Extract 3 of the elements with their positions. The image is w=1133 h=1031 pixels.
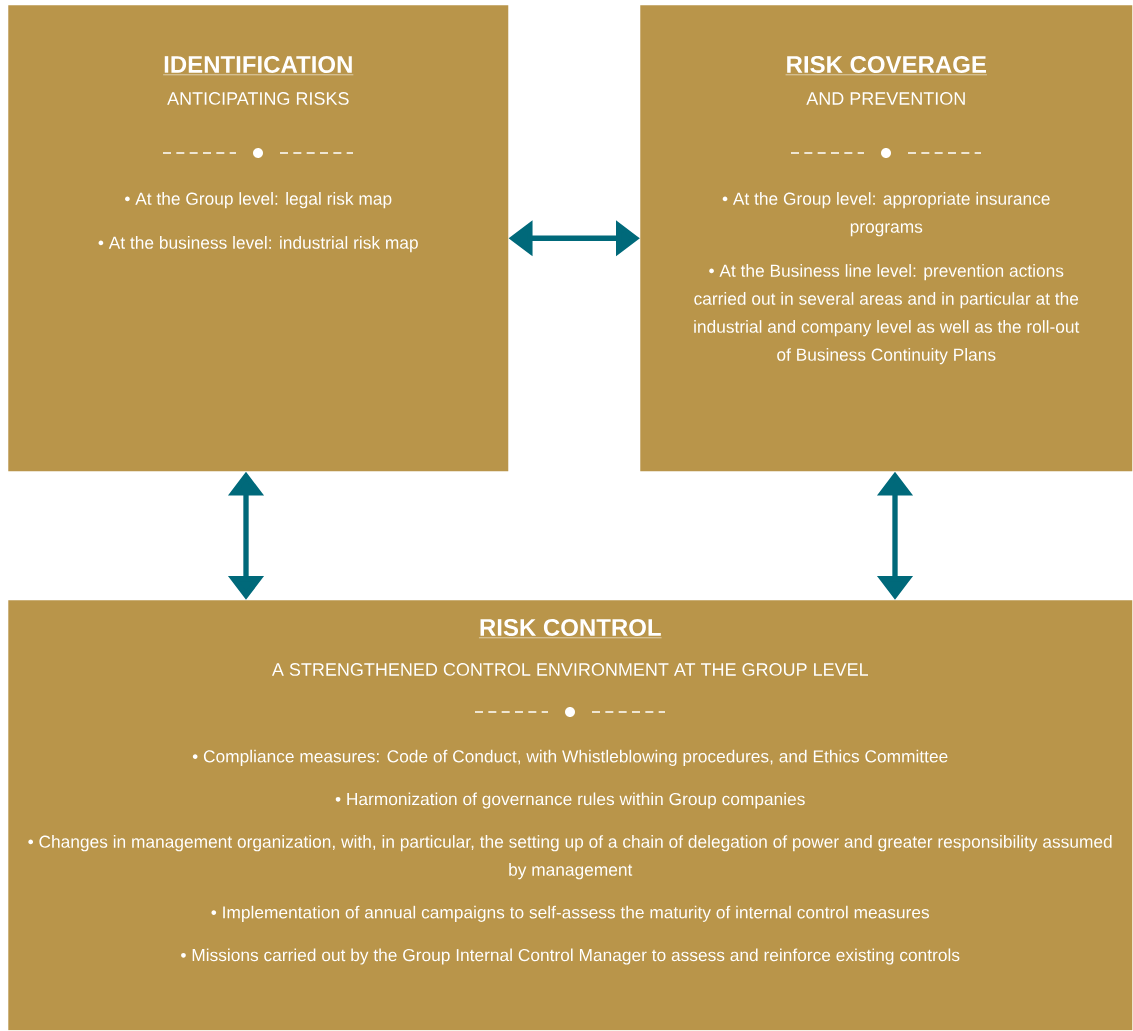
text-box: IDENTIFICATION ANTICIPATING RISKS • At the Group level: legal risk map • At the business level: industrial risk map	[8, 5, 509, 472]
text-box: RISK CONTROL A STRENGTHENED CONTROL ENVIRONMENT AT THE GROUP LEVEL • Compliance measures: Code of Conduct, with Whistleblowing procedures, and Ethics Committee • Harmonization of governance rules within Group companies • Changes in management organization, with, in particular, the setting up of a chain of delegation of power and greater responsibility assumed by management • Implementation of annual campaigns to self-assess the maturity of internal control measures • Missions carried out by the Group Internal Control Manager to assess and reinforce existing controls	[8, 600, 1133, 1031]
text-box: RISK COVERAGE AND PREVENTION • At the Group level: appropriate insurance programs • At the Business line level: prevention actions carried out in several areas and in particular at the industrial and company level as well as the roll-out of Business Continuity Plans	[640, 5, 1133, 472]
